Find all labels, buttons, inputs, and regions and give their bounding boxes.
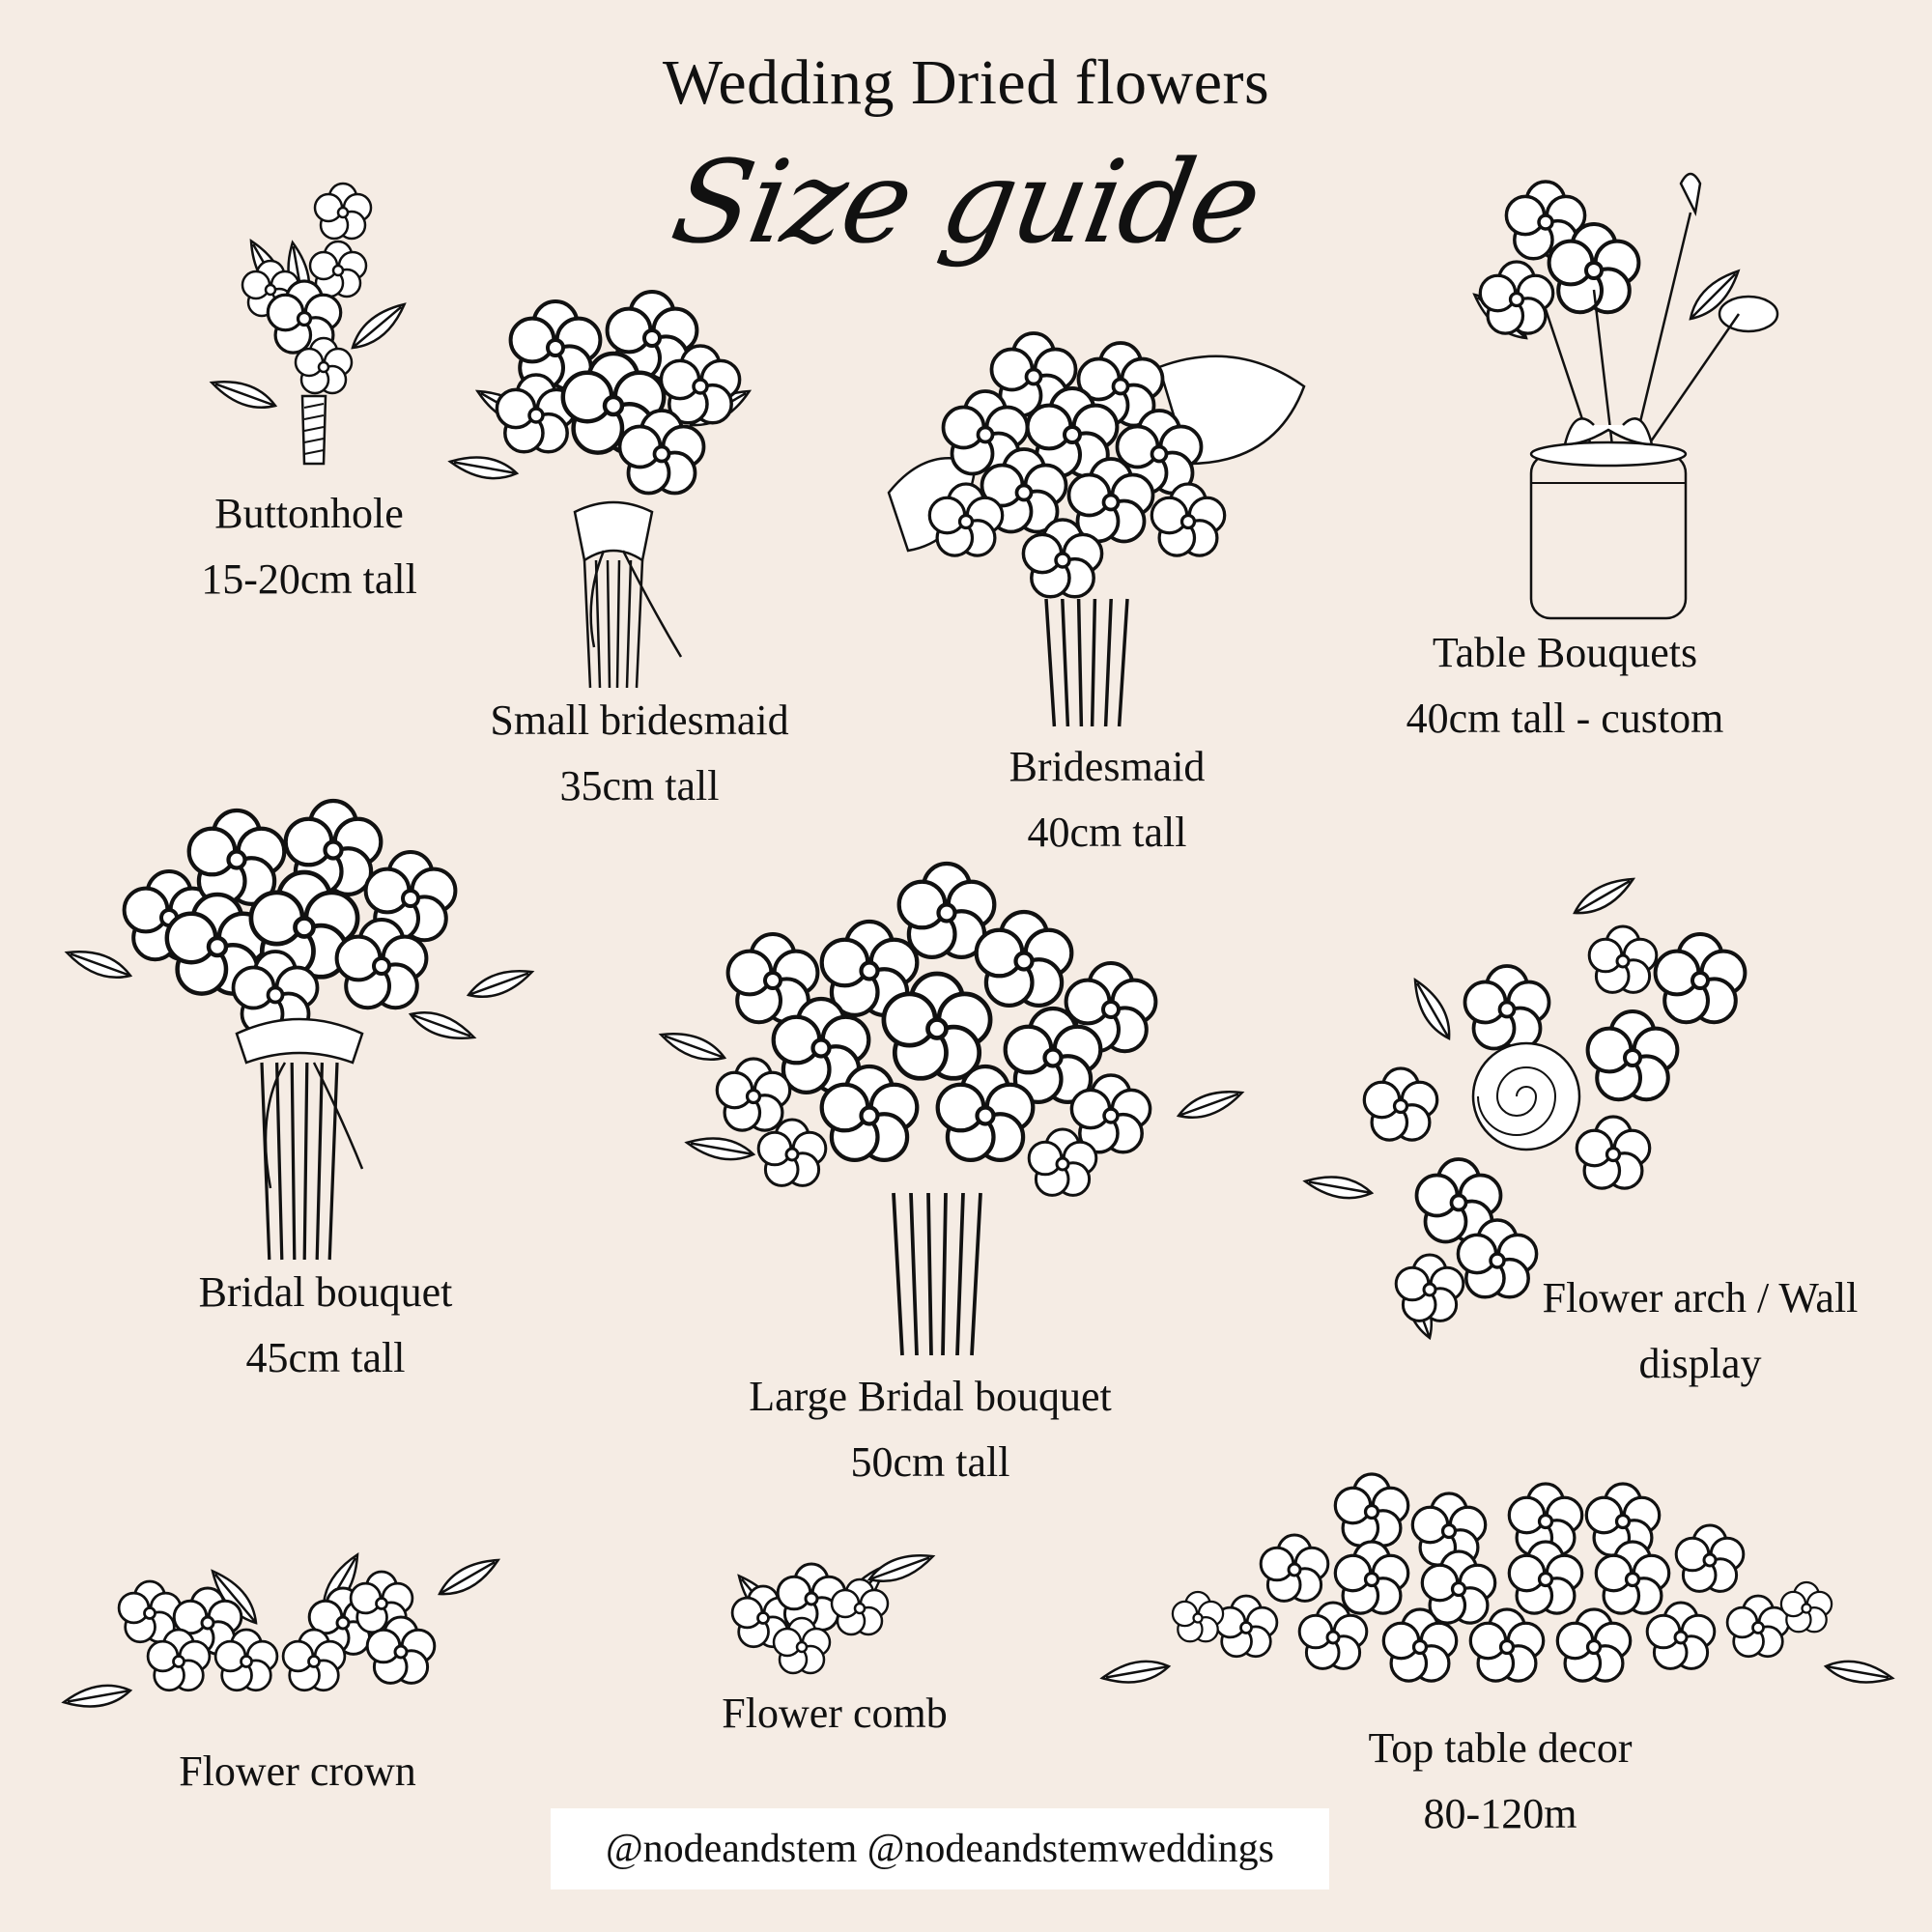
item-label-buttonhole: Buttonhole 15-20cm tall	[164, 481, 454, 612]
item-name: Flower arch / Wall	[1542, 1274, 1859, 1321]
social-handles-banner: @nodeandstem @nodeandstemweddings	[551, 1808, 1329, 1889]
item-label-top-table-decor: Top table decor 80-120m	[1307, 1716, 1693, 1847]
item-label-small-bridesmaid: Small bridesmaid 35cm tall	[446, 688, 833, 819]
item-label-table-bouquets: Table Bouquets 40cm tall - custom	[1372, 620, 1758, 752]
item-size: display	[1638, 1340, 1762, 1387]
item-label-flower-comb: Flower comb	[641, 1681, 1028, 1747]
item-size: 80-120m	[1423, 1790, 1577, 1837]
item-label-flower-arch: Flower arch / Wall display	[1507, 1265, 1893, 1397]
item-size: 40cm tall - custom	[1406, 695, 1724, 742]
flower-comb-illustration-icon	[724, 1541, 938, 1675]
item-label-flower-crown: Flower crown	[104, 1739, 491, 1804]
item-name: Flower crown	[179, 1747, 416, 1795]
item-label-bridesmaid: Bridesmaid 40cm tall	[914, 734, 1300, 866]
flower-crown-illustration-icon	[61, 1548, 504, 1714]
bridal-bouquet-illustration-icon	[62, 802, 537, 1256]
small-bridesmaid-bouquet-illustration-icon	[447, 280, 768, 690]
item-name: Top table decor	[1368, 1724, 1633, 1772]
item-name: Bridal bouquet	[198, 1268, 453, 1316]
item-size: 40cm tall	[1027, 809, 1187, 856]
item-name: Buttonhole	[214, 490, 404, 537]
bridesmaid-bouquet-illustration-icon	[869, 328, 1306, 734]
item-label-large-bridal-bouquet: Large Bridal bouquet 50cm tall	[713, 1364, 1148, 1495]
item-label-bridal-bouquet: Bridal bouquet 45cm tall	[132, 1260, 519, 1391]
item-size: 50cm tall	[850, 1438, 1010, 1486]
item-size: 35cm tall	[559, 762, 720, 810]
table-bouquet-vase-illustration-icon	[1430, 164, 1797, 628]
item-name: Flower comb	[722, 1690, 948, 1737]
item-name: Large Bridal bouquet	[749, 1373, 1112, 1420]
flower-arch-illustration-icon	[1302, 869, 1787, 1367]
buttonhole-illustration-icon	[207, 155, 412, 466]
item-name: Small bridesmaid	[490, 696, 789, 744]
item-size: 45cm tall	[245, 1334, 406, 1381]
item-name: Bridesmaid	[1009, 743, 1206, 790]
page-title: Wedding Dried flowers	[662, 47, 1270, 118]
item-size: 15-20cm tall	[201, 555, 417, 603]
item-name: Table Bouquets	[1432, 629, 1698, 676]
large-bridal-bouquet-illustration-icon	[656, 865, 1247, 1357]
top-table-decor-illustration-icon	[1099, 1472, 1895, 1715]
